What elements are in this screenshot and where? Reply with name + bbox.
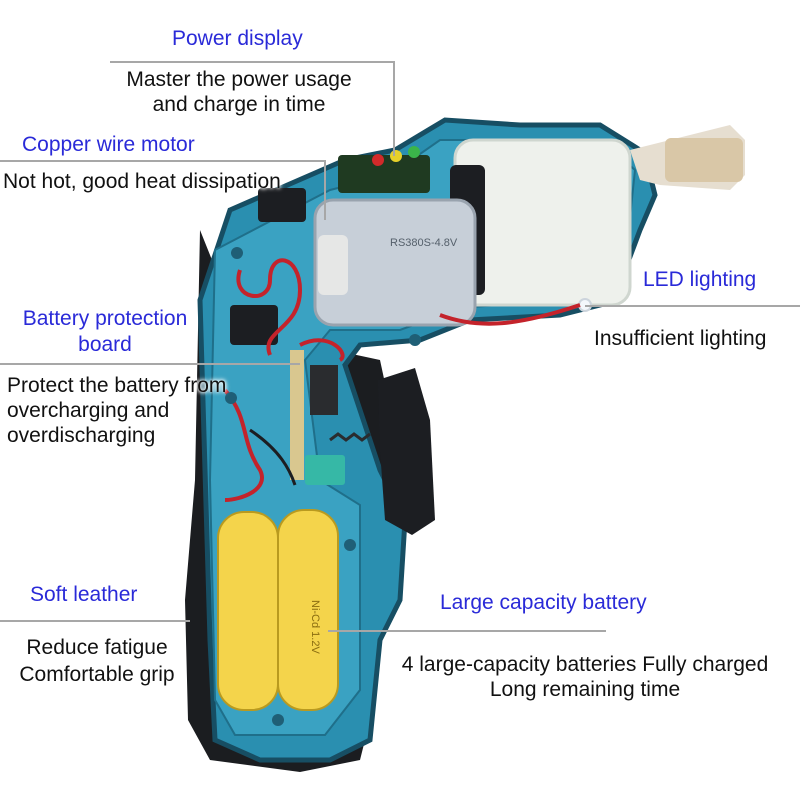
leader-power-h — [110, 61, 394, 63]
leader-motor-h — [0, 160, 326, 162]
screw-hole — [344, 539, 356, 551]
trigger — [378, 368, 435, 535]
battery-protection-desc: Protect the battery from overcharging an… — [7, 374, 227, 447]
screw-hole — [225, 392, 237, 404]
soft-leather-title: Soft leather — [30, 583, 138, 606]
power-display-title: Power display — [172, 27, 303, 50]
screw-hole — [409, 334, 421, 346]
wire-red — [236, 258, 303, 356]
leader-protection — [0, 363, 300, 365]
led-yellow-icon — [390, 150, 402, 162]
motor-model-label: RS380S-4.8V — [390, 237, 458, 249]
copper-motor-desc: Not hot, good heat dissipation — [3, 170, 281, 193]
leader-led — [585, 305, 800, 307]
wire-red-3 — [439, 303, 581, 326]
screw-hole — [272, 714, 284, 726]
power-display-desc: Master the power usage and charge in tim… — [126, 68, 352, 116]
wire-red-2 — [223, 338, 345, 502]
copper-motor-title: Copper wire motor — [22, 133, 195, 156]
battery-cell-1 — [217, 511, 279, 711]
led-lighting-desc: Insufficient lighting — [594, 327, 767, 350]
large-battery-desc: 4 large-capacity batteries Fully charged… — [401, 653, 769, 701]
power-display-board — [338, 155, 430, 193]
leader-battery — [328, 630, 606, 632]
motor — [313, 198, 477, 327]
battery-cell-2 — [277, 509, 339, 711]
soft-leather-desc: Reduce fatigue Comfortable grip — [19, 636, 175, 686]
screw-hole — [231, 247, 243, 259]
led-red-icon — [372, 154, 384, 166]
leader-leather — [0, 620, 190, 622]
protection-board — [290, 350, 304, 480]
large-battery-title: Large capacity battery — [440, 591, 647, 614]
charging-port — [230, 305, 278, 345]
bit-sleeve — [665, 138, 743, 182]
leader-power-v — [393, 61, 395, 156]
wire-black — [249, 428, 297, 486]
leader-motor-v — [324, 160, 326, 220]
motor-endcap — [318, 235, 348, 295]
protection-board-chip — [310, 365, 338, 415]
spring — [329, 432, 371, 442]
led-lighting-title: LED lighting — [643, 268, 757, 291]
micro-switch — [305, 455, 345, 485]
battery-print-label: Ni-Cd 1.2V — [309, 600, 321, 654]
direction-switch — [258, 188, 306, 222]
battery-protection-title: Battery protection board — [22, 307, 188, 356]
led-green-icon — [408, 146, 420, 158]
